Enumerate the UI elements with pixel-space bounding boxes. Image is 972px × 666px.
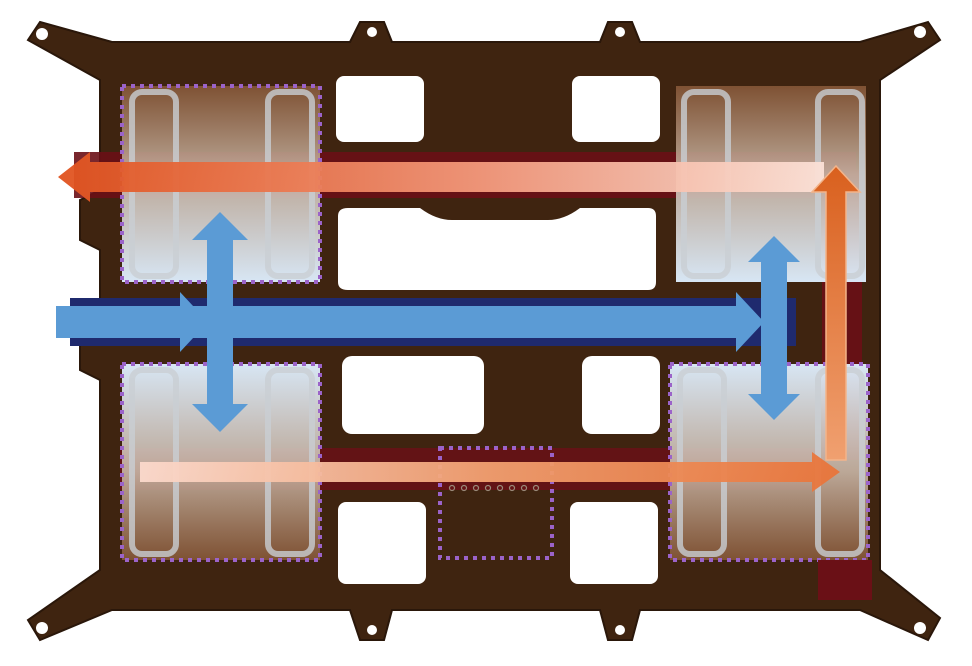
outlet-port <box>818 560 872 600</box>
cutout <box>570 502 658 584</box>
sensor-dots <box>448 484 540 492</box>
center-bottom-zone <box>438 446 554 560</box>
coolant-inlet-arrowhead <box>180 292 208 352</box>
mounting-hole <box>615 625 625 635</box>
mounting-hole <box>914 26 926 38</box>
zone-outline <box>120 84 322 284</box>
cutout <box>338 502 426 584</box>
mounting-hole <box>36 622 48 634</box>
cutout <box>338 208 656 290</box>
cutout <box>572 76 660 142</box>
left-exchange-arrow <box>192 212 248 432</box>
cutout <box>582 356 660 434</box>
flow-arrows <box>56 152 862 492</box>
mounting-hole <box>615 27 625 37</box>
mounting-hole <box>367 27 377 37</box>
plate-cutouts <box>336 76 660 584</box>
mounting-hole <box>367 625 377 635</box>
mounting-holes <box>36 26 926 635</box>
right-exchange-arrow <box>748 236 800 420</box>
cutout <box>342 356 484 434</box>
cutout <box>336 76 424 142</box>
bottom-hot-flow-arrow <box>140 452 840 492</box>
mounting-hole <box>36 28 48 40</box>
mounting-hole <box>914 622 926 634</box>
zone-outline <box>438 446 554 560</box>
riser-hot-flow-arrow <box>810 164 862 461</box>
top-hot-return-arrow <box>58 152 824 202</box>
